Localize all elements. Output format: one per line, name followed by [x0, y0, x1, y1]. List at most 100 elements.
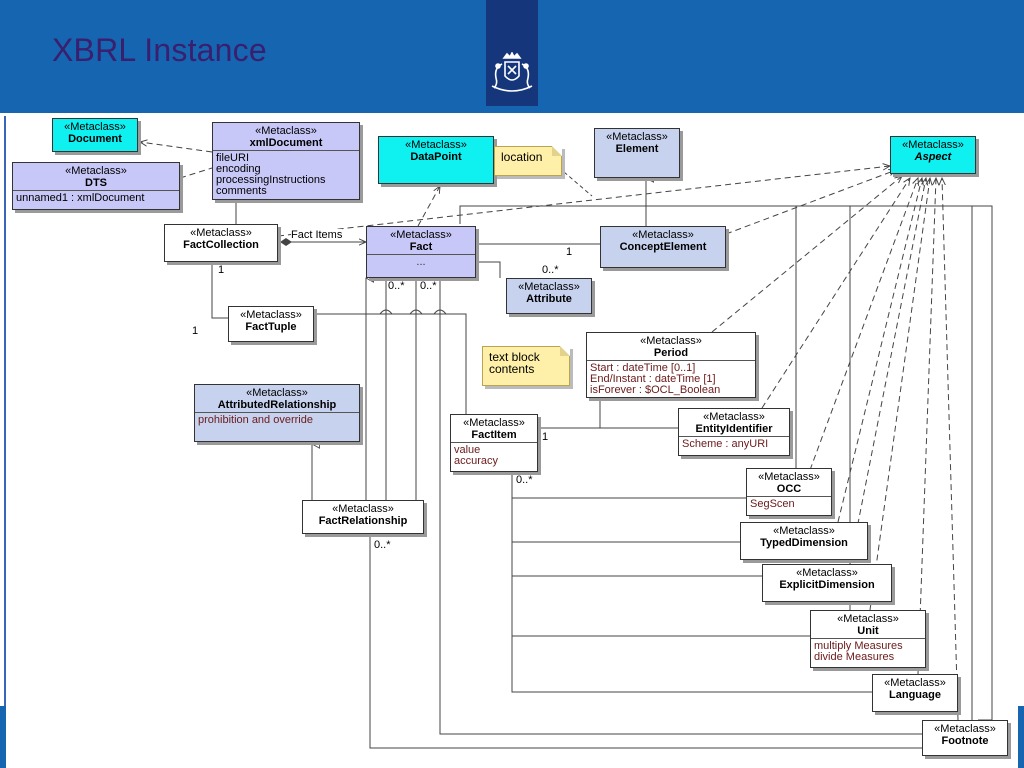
jump-1: [379, 309, 393, 315]
attr-accuracy: accuracy: [454, 455, 499, 467]
stereotype-label: «Metaclass»: [405, 139, 467, 151]
attr-isforever: isForever : $OCL_Boolean: [590, 384, 721, 396]
class-facttuple[interactable]: «Metaclass»FactTuple: [228, 306, 314, 342]
stereotype-label: «Metaclass»: [65, 165, 127, 177]
right-accent-bar: [1018, 706, 1024, 768]
class-datapoint[interactable]: «Metaclass»DataPoint: [378, 136, 494, 184]
class-name: FactTuple: [245, 321, 297, 333]
class-name: TypedDimension: [760, 537, 848, 549]
attr-ellipsis: ...: [416, 256, 426, 268]
dep-explicit-aspect: [849, 178, 926, 565]
stereotype-label: «Metaclass»: [255, 125, 317, 137]
class-occ[interactable]: «Metaclass»OCC SegScen: [746, 468, 832, 516]
note-location: location: [494, 146, 562, 176]
class-name: Document: [68, 133, 122, 145]
stereotype-label: «Metaclass»: [190, 227, 252, 239]
stereotype-label: «Metaclass»: [632, 229, 694, 241]
jump-2: [409, 309, 423, 315]
class-element[interactable]: «Metaclass»Element: [594, 128, 680, 178]
attr-unnamed1: unnamed1 : xmlDocument: [16, 192, 145, 204]
multiplicity-fact1: 0..*: [388, 280, 405, 292]
class-name: Aspect: [914, 151, 952, 163]
multiplicity-fc: 1: [218, 264, 225, 276]
class-name: AttributedRelationship: [217, 399, 337, 411]
dep-entity-aspect: [761, 178, 910, 409]
class-xmldocument[interactable]: «Metaclass»xmlDocument fileURI encoding …: [212, 122, 360, 200]
class-name: FactRelationship: [318, 515, 408, 527]
multiplicity-tuple: 1: [192, 325, 199, 337]
dep-fact-datapoint: [417, 186, 440, 227]
class-factcollection[interactable]: «Metaclass»FactCollection: [164, 224, 278, 262]
stereotype-label: «Metaclass»: [463, 417, 525, 429]
attr-end-instant: End/Instant : dateTime [1]: [590, 373, 716, 385]
class-name: OCC: [776, 483, 802, 495]
class-name: Footnote: [941, 735, 989, 747]
multiplicity-item1: 1: [542, 431, 549, 443]
assoc-item-lang: [511, 636, 872, 693]
class-name: DataPoint: [410, 151, 462, 163]
assoc-item-occ: [511, 470, 746, 499]
class-name: Language: [889, 689, 941, 701]
left-accent-bar: [0, 706, 6, 768]
jump-3: [433, 309, 447, 315]
attr-divide: divide Measures: [814, 651, 895, 663]
dep-fc-aspect: [277, 166, 890, 237]
label-fact-items: Fact Items: [291, 229, 343, 241]
class-name: xmlDocument: [249, 137, 323, 149]
attr-comments: comments: [216, 185, 267, 197]
stereotype-label: «Metaclass»: [390, 229, 452, 241]
assoc-footnote-fact: [439, 280, 922, 735]
class-aspect[interactable]: «Metaclass»Aspect: [890, 136, 976, 174]
class-dts[interactable]: «Metaclass»DTS unnamed1 : xmlDocument: [12, 162, 180, 210]
class-attributedrelationship[interactable]: «Metaclass»AttributedRelationship prohib…: [194, 384, 360, 442]
class-name: Element: [615, 143, 659, 155]
class-name: DTS: [85, 177, 107, 189]
assoc-item-explicit: [511, 542, 762, 577]
attr-fileuri: fileURI: [216, 152, 250, 164]
class-factitem[interactable]: «Metaclass»FactItem value accuracy: [450, 414, 538, 472]
attr-prohibition: prohibition and override: [198, 414, 313, 426]
class-explicitdimension[interactable]: «Metaclass»ExplicitDimension: [762, 564, 892, 602]
class-name: Period: [653, 347, 689, 359]
dep-ce-aspect: [725, 170, 896, 235]
assoc-fact-attr: [476, 261, 501, 278]
attr-encoding: encoding: [216, 163, 261, 175]
dep-period-aspect: [711, 176, 902, 333]
coat-of-arms-icon: [491, 52, 533, 92]
multiplicity-rel: 0..*: [374, 539, 391, 551]
class-conceptelement[interactable]: «Metaclass»ConceptElement: [600, 226, 726, 268]
class-entityidentifier[interactable]: «Metaclass»EntityIdentifier Scheme : any…: [678, 408, 790, 456]
class-typeddimension[interactable]: «Metaclass»TypedDimension: [740, 522, 868, 560]
slide-title: XBRL Instance: [52, 32, 267, 68]
class-footnote[interactable]: «Metaclass»Footnote: [922, 720, 1008, 756]
class-fact[interactable]: «Metaclass»Fact ...: [366, 226, 476, 278]
stereotype-label: «Metaclass»: [796, 567, 858, 579]
dep-occ-aspect: [809, 178, 918, 471]
class-period[interactable]: «Metaclass»Period Start : dateTime [0..1…: [586, 332, 756, 398]
class-factrelationship[interactable]: «Metaclass»FactRelationship: [302, 500, 424, 534]
class-document[interactable]: «Metaclass»Document: [52, 118, 138, 152]
class-language[interactable]: «Metaclass»Language: [872, 674, 958, 712]
stereotype-label: «Metaclass»: [240, 309, 302, 321]
stereotype-label: «Metaclass»: [884, 677, 946, 689]
class-unit[interactable]: «Metaclass»Unit multiply Measures divide…: [810, 610, 926, 668]
class-attribute[interactable]: «Metaclass»Attribute: [506, 278, 592, 314]
stereotype-label: «Metaclass»: [934, 723, 996, 735]
class-name: Attribute: [526, 293, 572, 305]
class-name: FactCollection: [183, 239, 259, 251]
stereotype-label: «Metaclass»: [246, 387, 308, 399]
attr-multiply: multiply Measures: [814, 640, 903, 652]
attr-start: Start : dateTime [0..1]: [590, 362, 696, 374]
class-name: FactItem: [471, 429, 517, 441]
attr-value: value: [454, 444, 481, 456]
class-name: Unit: [857, 625, 879, 637]
stereotype-label: «Metaclass»: [332, 503, 394, 515]
attr-segscen: SegScen: [750, 498, 795, 510]
dep-unit-aspect: [869, 178, 930, 611]
fc-diamond: [280, 238, 292, 246]
dep-dts-xmldoc: [179, 167, 213, 179]
attr-scheme: Scheme : anyURI: [682, 438, 769, 450]
multiplicity-attr: 0..*: [542, 264, 559, 276]
note-text: location: [501, 150, 543, 164]
